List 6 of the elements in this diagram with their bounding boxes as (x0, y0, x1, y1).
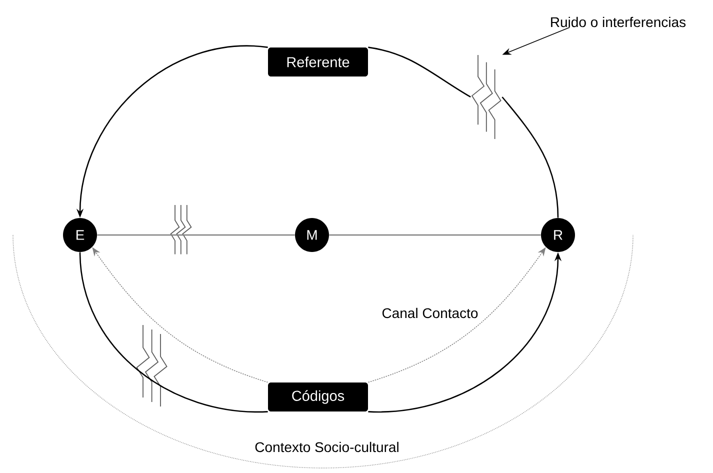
label-box: Códigos (268, 382, 368, 412)
text-label: Contexto Socio-cultural (254, 440, 400, 454)
text-label: Ruido o interferencias (551, 16, 686, 28)
label-box: Referente (268, 48, 368, 76)
noise-symbol-drawing (471, 54, 502, 140)
text-label: Canal Contacto (380, 306, 480, 320)
